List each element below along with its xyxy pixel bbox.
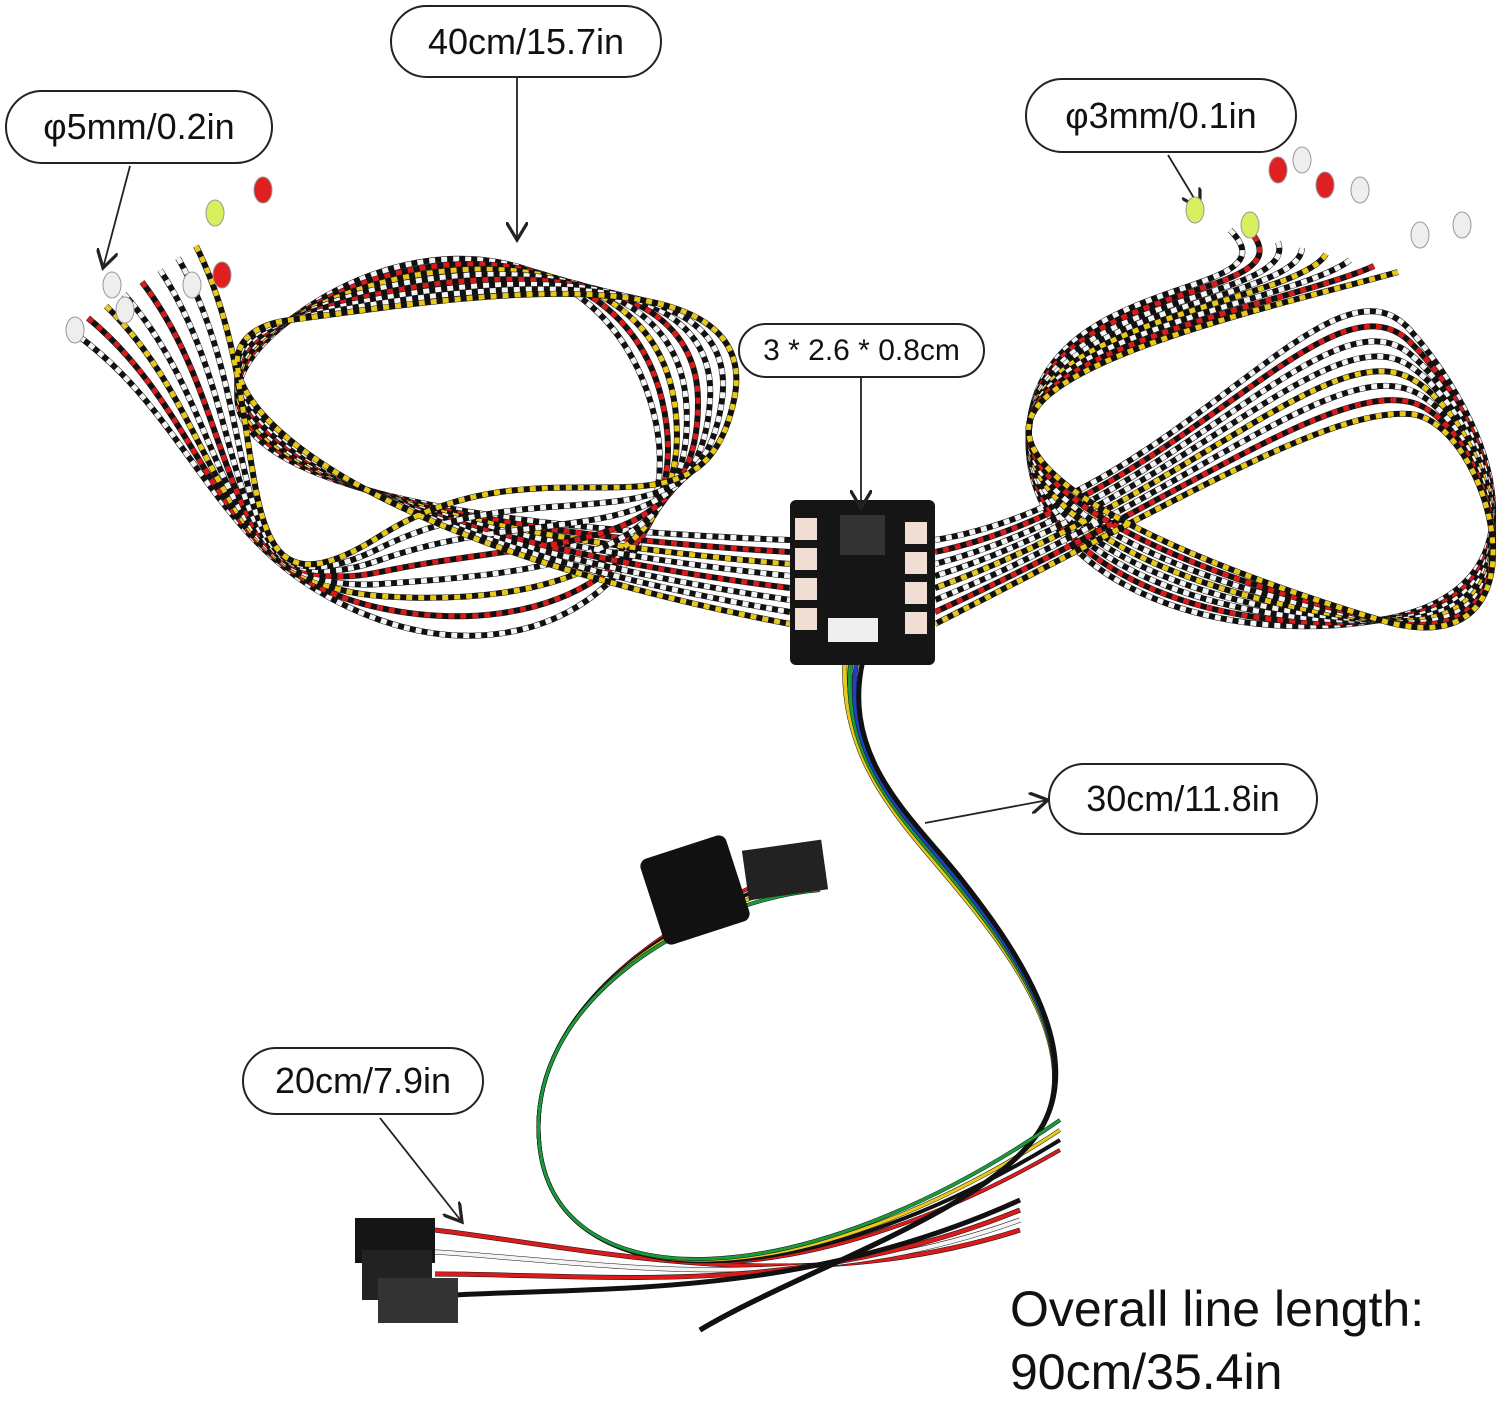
wire <box>698 659 1058 1332</box>
servo-lead-length-label: 20cm/7.9in <box>242 1047 484 1115</box>
wire <box>933 263 1496 628</box>
left-led-wires <box>68 244 791 639</box>
led-bulb <box>1410 221 1430 249</box>
led-bulb <box>1452 211 1472 239</box>
led-bulb <box>65 316 85 344</box>
cable-length-label: 30cm/11.8in <box>1048 763 1318 835</box>
wire <box>434 1228 1021 1268</box>
led-bulb <box>1240 211 1260 239</box>
wire <box>193 244 791 627</box>
right-led-wires <box>933 227 1497 631</box>
led-bulb <box>1292 146 1312 174</box>
wire <box>934 228 1496 629</box>
led-bulb <box>115 296 135 324</box>
led-bulb <box>1185 196 1205 224</box>
callout-arrows <box>103 78 1200 1222</box>
servo-plugs <box>355 1218 458 1323</box>
wire <box>434 1218 1021 1272</box>
wire <box>104 266 791 601</box>
wire <box>934 247 1496 623</box>
led-bulb <box>212 261 232 289</box>
led-bulb <box>102 271 122 299</box>
wire <box>536 878 1061 1262</box>
led-bulb <box>1315 171 1335 199</box>
led-bulb <box>1268 156 1288 184</box>
wire <box>434 1208 1021 1280</box>
led-bulb <box>1350 176 1370 204</box>
main-cable <box>434 659 1062 1333</box>
led-3mm-label: φ3mm/0.1in <box>1025 78 1297 153</box>
overall-length-value: 90cm/35.4in <box>1010 1344 1283 1400</box>
wire <box>933 269 1496 630</box>
receiver-connector <box>640 835 829 945</box>
wire <box>536 868 1061 1263</box>
wire <box>434 1198 1021 1298</box>
wire <box>536 888 1061 1261</box>
led-bulb <box>182 271 202 299</box>
led-5mm-label: φ5mm/0.2in <box>5 90 273 164</box>
lead-length-label: 40cm/15.7in <box>390 5 662 78</box>
module-size-label: 3 * 2.6 * 0.8cm <box>738 323 985 378</box>
control-module <box>790 500 935 665</box>
overall-length-title: Overall line length: <box>1010 1281 1425 1337</box>
led-bulb <box>253 176 273 204</box>
led-bulb <box>205 199 225 227</box>
